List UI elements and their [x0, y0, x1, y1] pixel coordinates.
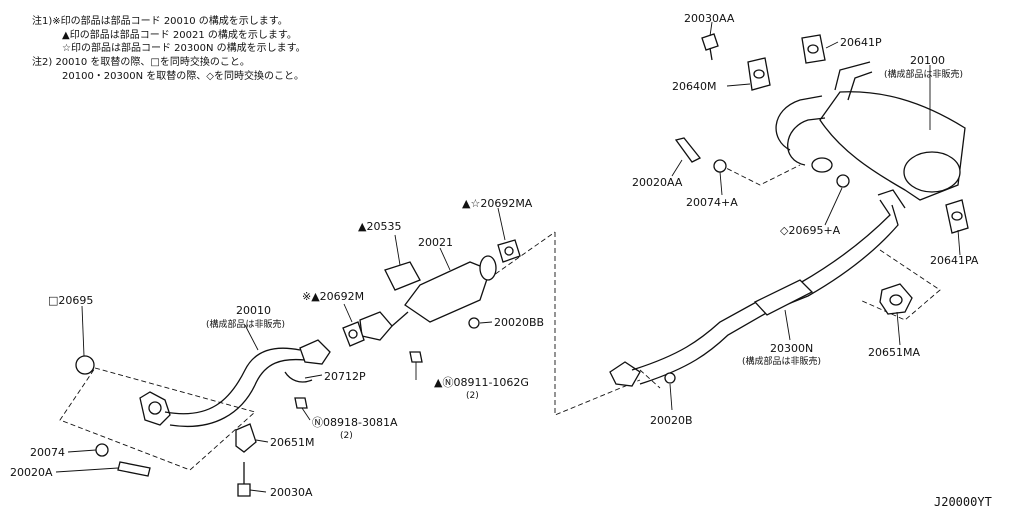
gasket-20695a — [836, 174, 850, 188]
mount-20651ma — [879, 283, 913, 315]
gasket-20692m — [342, 321, 365, 347]
label-20020a: 20020A — [10, 466, 53, 479]
mount-20641pa — [945, 199, 969, 234]
leader-lines — [55, 21, 961, 493]
label-20030a: 20030A — [270, 486, 313, 499]
mount-20641p — [801, 34, 826, 64]
label-20300n: 20300N — [770, 342, 813, 355]
bolt-20030aa — [701, 33, 719, 51]
front-pipe-20010 — [139, 339, 331, 427]
center-pipe-20300n — [609, 189, 906, 387]
note-line-5: 20100・20300N を取替の際、◇を同時交換のこと。 — [62, 69, 304, 82]
boundary-center — [554, 232, 641, 416]
nut-20020bb — [468, 317, 480, 329]
label-20695: □20695 — [48, 294, 93, 307]
label-08911: ▲Ⓝ08911-1062G — [434, 376, 529, 389]
heat-shield-20535 — [384, 261, 421, 291]
nut-20020b — [664, 372, 676, 384]
note-line-3: ☆印の部品は部品コード 20300N の構成を示します。 — [62, 41, 306, 54]
label-20020aa: 20020AA — [632, 176, 683, 189]
note-line-2: ▲印の部品は部品コード 20021 の構成を示します。 — [62, 28, 297, 41]
nut-08911 — [409, 351, 423, 363]
label-20692m: ※▲20692M — [302, 290, 364, 303]
main-muffler-20100 — [775, 61, 966, 201]
label-20692ma: ▲☆20692MA — [462, 197, 533, 210]
mount-20640m — [747, 57, 771, 91]
note-line-1: 注1)※印の部品は部品コード 20010 の構成を示します。 — [32, 14, 288, 27]
label-20074a: 20074+A — [686, 196, 738, 209]
label-08918-qty: (2) — [340, 431, 353, 441]
label-20100: 20100 — [910, 54, 945, 67]
catalytic-converter-20021 — [359, 255, 497, 341]
label-08918: Ⓝ08918-3081A — [312, 416, 398, 429]
bolt-20030a — [237, 483, 251, 497]
gasket-20695 — [75, 355, 95, 375]
note-line-4: 注2) 20010 を取替の際、□を同時交換のこと。 — [32, 55, 250, 68]
label-20100-note: (構成部品は非販売) — [884, 68, 963, 80]
label-20640m: 20640M — [672, 80, 716, 93]
label-20641p: 20641P — [840, 36, 882, 49]
center-resonator — [753, 279, 814, 316]
label-20651ma: 20651MA — [868, 346, 920, 359]
sensor-20020a — [117, 461, 151, 477]
label-20020bb: 20020BB — [494, 316, 544, 329]
notes-block: 注1)※印の部品は部品コード 20010 の構成を示します。 ▲印の部品は部品コ… — [32, 14, 306, 82]
center-pipe-front-flange — [609, 361, 641, 387]
clamp-20712p — [284, 371, 313, 383]
catalyst-front-flange — [359, 311, 393, 341]
gasket-20692ma — [497, 239, 521, 263]
label-20712p: 20712P — [324, 370, 366, 383]
label-20074: 20074 — [30, 446, 65, 459]
label-08911-qty: (2) — [466, 391, 479, 401]
label-20020b: 20020B — [650, 414, 693, 427]
nut-20074 — [95, 443, 109, 457]
nut-20074a — [713, 159, 727, 173]
muffler-tailpipe — [834, 61, 871, 91]
mount-20651m — [235, 423, 257, 453]
label-20010: 20010 — [236, 304, 271, 317]
label-20030aa: 20030AA — [684, 12, 735, 25]
part-labels: 20030AA 20641P 20100 (構成部品は非販売) 20640M 2… — [10, 12, 979, 499]
label-20641pa: 20641PA — [930, 254, 979, 267]
mounts-and-hardware — [75, 33, 969, 497]
label-20300n-note: (構成部品は非販売) — [742, 355, 821, 367]
label-20695a: ◇20695+A — [780, 224, 841, 237]
gaskets — [342, 239, 521, 347]
muffler-inlet-bend — [775, 95, 823, 151]
label-20651m: 20651M — [270, 436, 314, 449]
catalyst-body — [404, 261, 491, 323]
label-20010-note: (構成部品は非販売) — [206, 318, 285, 330]
nut-08918 — [294, 397, 308, 409]
label-20021: 20021 — [418, 236, 453, 249]
front-pipe-rear-flange — [299, 339, 331, 365]
boundary-rear — [859, 249, 941, 321]
label-20535: ▲20535 — [358, 220, 401, 233]
diagram-code: J20000YT — [934, 495, 992, 509]
sensor-20020aa — [674, 137, 702, 163]
